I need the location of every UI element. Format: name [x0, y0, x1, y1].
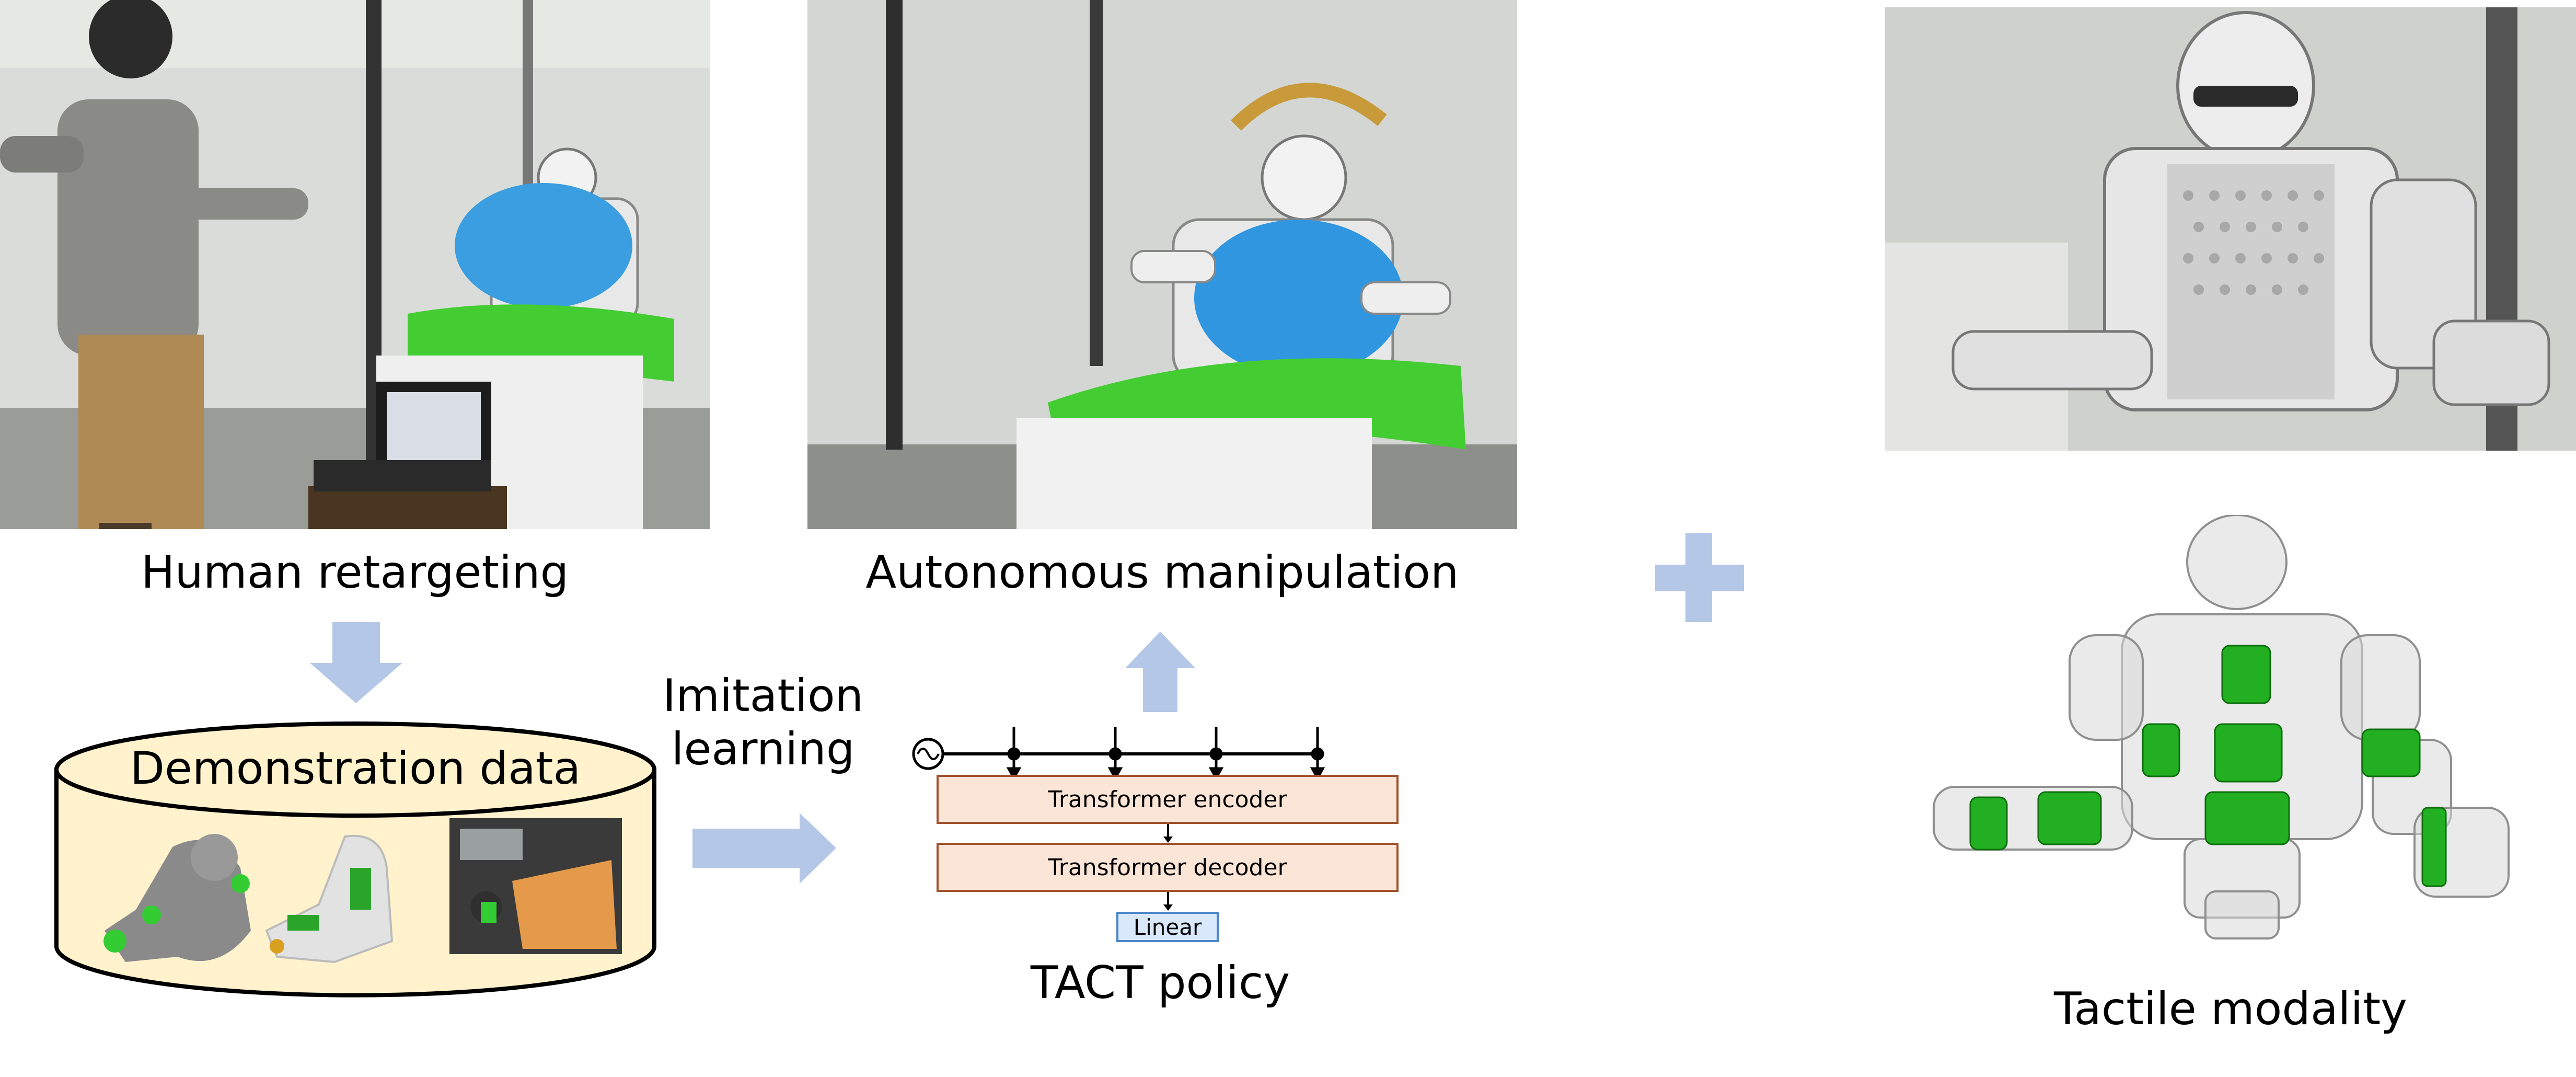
human-retargeting-caption: Human retargeting: [141, 546, 569, 599]
tactile-modality-caption: Tactile modality: [2053, 983, 2408, 1035]
linear-box: Linear: [1116, 912, 1219, 942]
autonomous-manipulation-photo: [807, 0, 1517, 529]
plus-icon: [1655, 533, 1744, 622]
transformer-encoder-box: Transformer encoder: [937, 775, 1399, 824]
demonstration-data-cylinder: [54, 721, 656, 998]
demonstration-data-label: Demonstration data: [130, 742, 581, 795]
imitation-label-line1: Imitation: [662, 670, 864, 722]
demo-thumbnail-tactile-model: [265, 834, 394, 964]
tact-policy-caption: TACT policy: [1030, 957, 1290, 1009]
demo-thumbnail-robot-model: [103, 834, 251, 962]
imitation-learning-label: Imitation learning: [638, 669, 888, 776]
human-retargeting-photo: [0, 0, 710, 529]
policy-timeline: [912, 727, 1325, 781]
transformer-decoder-box: Transformer decoder: [937, 843, 1399, 892]
tactile-robot-photo: [1885, 7, 2576, 451]
decoder-to-linear-arrow: [1163, 892, 1173, 911]
encoder-to-decoder-arrow: [1163, 824, 1173, 843]
up-arrow-icon: [1125, 632, 1195, 712]
down-arrow-icon: [310, 622, 402, 703]
imitation-label-line2: learning: [671, 723, 855, 775]
tactile-modality-model: [1933, 515, 2510, 939]
demo-thumbnail-camera-frame: [449, 818, 622, 954]
right-arrow-icon: [692, 813, 836, 884]
autonomous-manipulation-caption: Autonomous manipulation: [865, 546, 1459, 599]
